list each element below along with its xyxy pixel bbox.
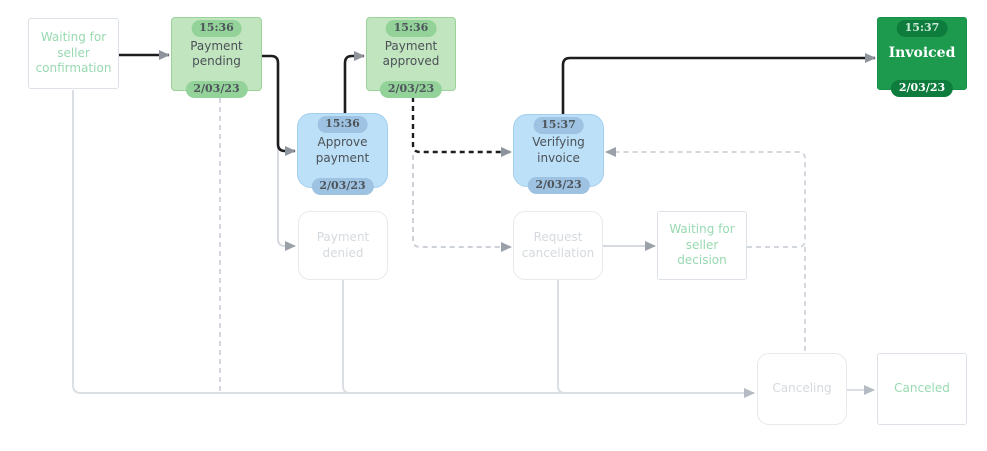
node-request-cancellation[interactable]: Request cancellation (513, 211, 603, 280)
time-badge: 15:36 (317, 116, 368, 134)
node-label: Verifying invoice (532, 135, 585, 165)
time-badge: 15:37 (533, 117, 584, 135)
edge-payment-pending-to-approve-payment (262, 54, 296, 156)
node-label: Payment denied (316, 230, 370, 260)
edge-payment-approved-to-verifying-invoice (411, 97, 512, 157)
date-badge: 2/03/23 (890, 79, 954, 97)
edge-payment-denied-to-canceling (342, 280, 351, 394)
node-invoiced[interactable]: 15:37 Invoiced 2/03/23 (877, 17, 967, 97)
edge-waiting-confirmation-to-canceling (72, 90, 755, 398)
node-waiting-seller-decision[interactable]: Waiting for seller decision (657, 211, 747, 280)
time-badge: 15:36 (191, 20, 242, 38)
edge-request-cancellation-to-canceling (557, 280, 566, 394)
node-approve-payment[interactable]: 15:36 Approve payment 2/03/23 (297, 113, 388, 195)
node-label: Approve payment (315, 135, 370, 165)
edge-payment-approved-to-request-cancellation (412, 155, 512, 252)
node-payment-denied[interactable]: Payment denied (298, 211, 388, 280)
node-label: Payment pending (190, 38, 243, 68)
node-label: Waiting for seller confirmation (35, 30, 112, 76)
node-label: Invoiced (888, 44, 956, 61)
edge-waiting-decision-to-verifying-invoice (605, 147, 806, 248)
edge-verifying-invoice-to-invoiced (561, 53, 876, 114)
node-canceling[interactable]: Canceling (757, 353, 847, 425)
edge-approve-payment-to-payment-approved (343, 51, 365, 113)
date-badge: 2/03/23 (527, 176, 590, 194)
date-badge: 2/03/23 (185, 80, 248, 98)
node-payment-pending[interactable]: 15:36 Payment pending 2/03/23 (171, 17, 262, 98)
date-badge: 2/03/23 (311, 177, 374, 195)
node-label: Payment approved (382, 38, 440, 68)
node-label: Waiting for seller decision (669, 222, 735, 268)
node-label: Canceled (894, 381, 950, 396)
time-badge: 15:36 (385, 20, 437, 38)
node-verifying-invoice[interactable]: 15:37 Verifying invoice 2/03/23 (513, 114, 604, 194)
time-badge: 15:37 (896, 20, 948, 38)
node-payment-approved[interactable]: 15:36 Payment approved 2/03/23 (366, 17, 456, 98)
node-label: Request cancellation (521, 230, 595, 260)
edge-payment-pending-to-payment-denied (277, 60, 296, 251)
date-badge: 2/03/23 (379, 80, 443, 98)
node-label: Canceling (772, 381, 832, 396)
node-waiting-seller-confirmation[interactable]: Waiting for seller confirmation (28, 18, 119, 89)
node-canceled[interactable]: Canceled (877, 353, 967, 425)
